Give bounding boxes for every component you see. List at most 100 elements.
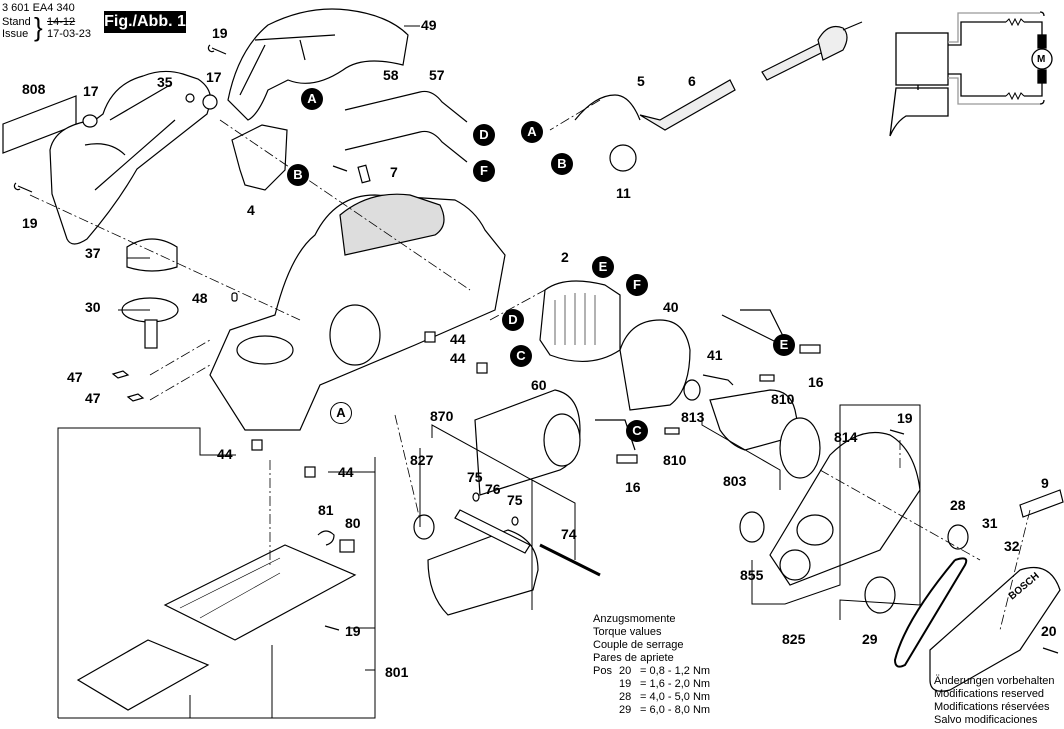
part-label: 6 (688, 73, 696, 89)
part-label: 75 (507, 492, 523, 508)
pin-48 (231, 292, 238, 302)
issue-label: Issue (2, 28, 29, 40)
spring-47 (111, 370, 145, 402)
torque-values-table: Anzugsmomente Torque values Couple de se… (593, 613, 710, 717)
torque-title-es: Pares de apriete (593, 652, 674, 664)
lever-80 (339, 539, 355, 553)
screw-75a (472, 492, 480, 502)
nut-44a (424, 331, 436, 343)
torque-value: 6,0 - 8,0 Nm (649, 704, 711, 716)
pulley-28 (947, 524, 969, 550)
wire-58 (344, 90, 468, 123)
connector-marker-a-outline: A (330, 402, 352, 424)
nut-44c (251, 439, 263, 451)
torque-pos-label: Pos (593, 665, 612, 677)
part-number: 3 601 EA4 340 (2, 2, 75, 14)
note-fr: Modifications réservées (934, 701, 1050, 713)
part-label: 28 (950, 497, 966, 513)
part-label: 855 (740, 567, 764, 583)
cord-sleeve-6 (639, 79, 736, 131)
part-label: 20 (1041, 623, 1057, 639)
part-label: 5 (637, 73, 645, 89)
part-label: 81 (318, 502, 334, 518)
base-plate (163, 544, 357, 641)
knob-17a (82, 114, 98, 128)
part-housing (209, 193, 506, 431)
bearing-827 (413, 514, 435, 540)
part-label: 44 (450, 331, 466, 347)
part-label: 48 (192, 290, 208, 306)
part-label: 80 (345, 515, 361, 531)
part-label: 17 (83, 83, 99, 99)
carbon-brush-810a (759, 374, 775, 382)
torque-row: 19 = 1,6 - 2,0 Nm (619, 678, 711, 690)
screw-19d (324, 625, 340, 631)
torque-title-en: Torque values (593, 626, 662, 638)
connector-marker-a: A (301, 88, 323, 110)
figure-label: Fig./Abb. 1 (104, 11, 186, 33)
part-label: 41 (707, 347, 723, 363)
part-label: 30 (85, 299, 101, 315)
part-label: 19 (345, 623, 361, 639)
part-label: 44 (217, 446, 233, 462)
clip-7 (357, 164, 371, 184)
note-en: Modifications reserved (934, 688, 1045, 700)
part-label: 827 (410, 452, 434, 468)
belt-cover-32 (929, 566, 1061, 692)
wire-57 (344, 130, 468, 163)
part-label: 19 (897, 410, 913, 426)
note-es: Salvo modificaciones (934, 714, 1038, 726)
part-label: 74 (561, 526, 577, 542)
part-label: 44 (338, 464, 354, 480)
motor-symbol-label: M (1037, 54, 1046, 65)
depth-adjuster-shaft (144, 319, 158, 349)
connector-marker-e: E (773, 334, 795, 356)
cord (761, 41, 828, 81)
part-label: 16 (625, 479, 641, 495)
part-label: 58 (383, 67, 399, 83)
part-label: 19 (212, 25, 228, 41)
part-label: 808 (22, 81, 46, 97)
drum-870 (427, 529, 539, 616)
issue-value: 17-03-23 (47, 28, 92, 40)
torque-title-de: Anzugsmomente (593, 613, 676, 625)
shoe-plate (76, 639, 210, 711)
part-label: 57 (429, 67, 445, 83)
torque-value: 0,8 - 1,2 Nm (649, 665, 711, 677)
part-label: 31 (982, 515, 998, 531)
part-label: 801 (385, 664, 409, 680)
torque-pos: 20 (619, 665, 632, 677)
pulley-29 (864, 576, 896, 614)
part-label: 76 (485, 481, 501, 497)
connector-marker-d: D (502, 309, 524, 331)
note-de: Änderungen vorbehalten (934, 675, 1055, 687)
stator-2 (539, 280, 621, 363)
torque-value: 4,0 - 5,0 Nm (649, 691, 711, 703)
part-label: 37 (85, 245, 101, 261)
connector-marker-b: B (287, 164, 309, 186)
part-label: 75 (467, 469, 483, 485)
connector-marker-a: A (521, 121, 543, 143)
part-label: 29 (862, 631, 878, 647)
screw-19a (13, 182, 33, 193)
wiring-schematic (889, 11, 1053, 137)
part-label: 44 (450, 350, 466, 366)
switch-4 (231, 124, 288, 191)
torque-value: 1,6 - 2,0 Nm (649, 678, 711, 690)
torque-pos: 29 (619, 704, 632, 716)
screw-19c (889, 429, 905, 435)
torque-row: 28 = 4,0 - 5,0 Nm (619, 691, 711, 703)
armature-fan (779, 417, 821, 479)
screw-20 (1042, 647, 1059, 654)
part-label: 11 (616, 185, 631, 201)
part-label: 814 (834, 429, 858, 445)
part-label: 7 (390, 164, 398, 180)
part-handle-49 (227, 8, 409, 121)
plug (817, 25, 848, 61)
nut-44b (476, 362, 488, 374)
part-cover-35 (49, 70, 212, 245)
carbon-brush-810b (664, 427, 680, 435)
stand-value: 14-12 (47, 16, 76, 28)
stand-label: Stand (2, 16, 31, 28)
part-label: 4 (247, 202, 255, 218)
